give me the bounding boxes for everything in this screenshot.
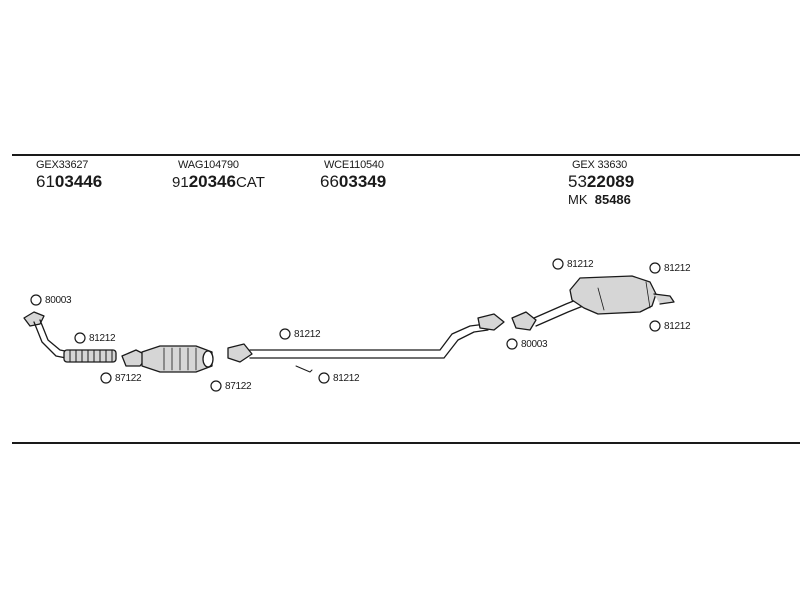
- gasket-icon: [210, 380, 222, 392]
- part-label-front-pipe: GEX33627 6103446: [36, 159, 103, 191]
- part-ref: GEX33627: [36, 159, 89, 171]
- front-pipe-drawing: [23, 311, 117, 363]
- clamp-icon: [552, 258, 564, 270]
- top-rule: [12, 154, 800, 156]
- callout-label: 87122: [115, 373, 142, 384]
- part-alt-number: MK 85486: [568, 192, 631, 207]
- callout-label: 87122: [225, 381, 252, 392]
- gasket-icon: [100, 372, 112, 384]
- part-ref: WCE110540: [324, 159, 384, 171]
- part-label-catalytic-converter: WAG104790 9120346CAT: [172, 159, 265, 191]
- gasket-icon: [506, 338, 518, 350]
- callout-label: 81212: [664, 263, 691, 274]
- callout-label: 81212: [294, 329, 321, 340]
- rear-silencer-drawing: [511, 275, 675, 331]
- callout-label: 81212: [333, 373, 360, 384]
- part-ref: GEX 33630: [572, 159, 628, 171]
- clamp-icon: [74, 332, 86, 344]
- part-label-rear-silencer: GEX 33630 5322089 MK 85486: [568, 159, 635, 207]
- middle-pipe-drawing: [227, 313, 505, 373]
- part-label-middle-pipe: WCE110540 6603349: [320, 159, 387, 191]
- part-ref: WAG104790: [178, 159, 239, 171]
- gasket-icon: [30, 294, 42, 306]
- bottom-rule: [12, 442, 800, 444]
- part-number: 6103446: [36, 172, 103, 191]
- clamp-icon: [649, 262, 661, 274]
- callout-label: 80003: [521, 339, 548, 350]
- callout-label: 81212: [567, 259, 594, 270]
- clamp-icon: [318, 372, 330, 384]
- callout-label: 80003: [45, 295, 72, 306]
- part-number: 5322089: [568, 172, 635, 191]
- clamp-icon: [649, 320, 661, 332]
- callout-label: 81212: [89, 333, 116, 344]
- catalytic-converter-drawing: [121, 345, 214, 373]
- part-number: 9120346CAT: [172, 172, 265, 191]
- clamp-icon: [279, 328, 291, 340]
- part-number: 6603349: [320, 172, 387, 191]
- callout-label: 81212: [664, 321, 691, 332]
